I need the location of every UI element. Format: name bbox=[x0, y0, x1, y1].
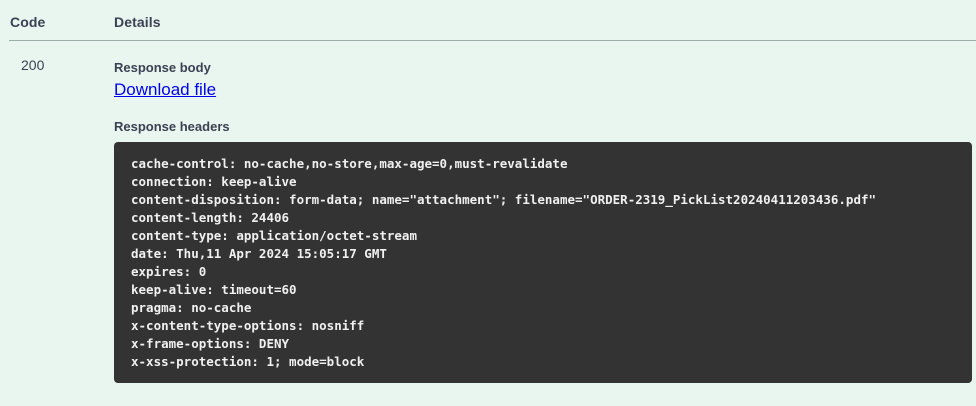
response-header-line: x-xss-protection: 1; mode=block bbox=[131, 354, 365, 369]
response-header-line: x-content-type-options: nosniff bbox=[131, 318, 365, 333]
status-code-cell: 200 bbox=[0, 57, 107, 75]
table-header-row: Code Details bbox=[0, 0, 976, 34]
response-header-line: cache-control: no-cache,no-store,max-age… bbox=[131, 156, 568, 171]
response-body-label: Response body bbox=[114, 60, 211, 75]
response-headers-label: Response headers bbox=[114, 119, 230, 134]
column-header-details-cell: Details bbox=[107, 14, 976, 32]
response-header-line: content-length: 24406 bbox=[131, 210, 290, 225]
response-header-line: pragma: no-cache bbox=[131, 300, 252, 315]
response-header-line: expires: 0 bbox=[131, 264, 207, 279]
response-header-line: date: Thu,11 Apr 2024 15:05:17 GMT bbox=[131, 246, 387, 261]
response-header-line: keep-alive: timeout=60 bbox=[131, 282, 297, 297]
response-headers-block: cache-control: no-cache,no-store,max-age… bbox=[114, 142, 972, 383]
response-header-line: content-disposition: form-data; name="at… bbox=[131, 192, 877, 207]
response-details-cell: Response body Download file Response hea… bbox=[107, 57, 976, 383]
response-header-line: connection: keep-alive bbox=[131, 174, 297, 189]
response-header-line: x-frame-options: DENY bbox=[131, 336, 290, 351]
column-header-code-cell: Code bbox=[0, 14, 107, 32]
table-row: 200 Response body Download file Response… bbox=[0, 41, 976, 383]
column-header-code: Code bbox=[10, 14, 46, 30]
download-file-link[interactable]: Download file bbox=[114, 80, 217, 99]
status-code-value: 200 bbox=[21, 57, 45, 73]
header-divider bbox=[9, 40, 976, 41]
response-header-line: content-type: application/octet-stream bbox=[131, 228, 417, 243]
column-header-details: Details bbox=[114, 14, 161, 30]
